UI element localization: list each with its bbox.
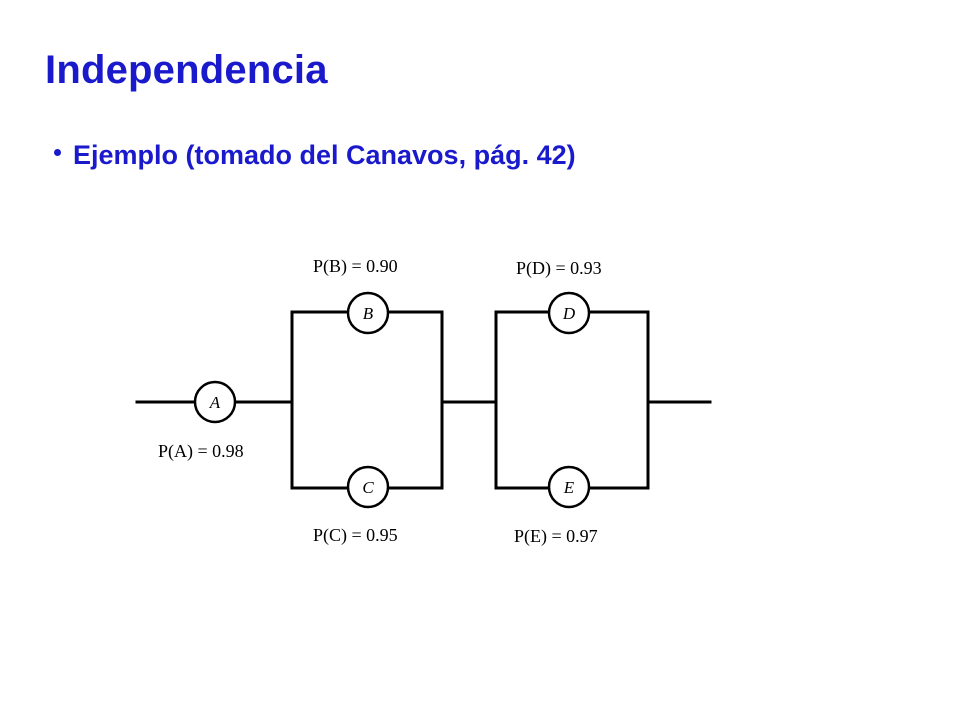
component-d-circle: [547, 291, 591, 335]
bullet-item: Ejemplo (tomado del Canavos, pág. 42): [54, 140, 576, 171]
prob-e-label: P(E) = 0.97: [514, 526, 598, 547]
bullet-dot-icon: [54, 149, 61, 156]
bullet-text: Ejemplo (tomado del Canavos, pág. 42): [73, 140, 576, 170]
prob-c-label: P(C) = 0.95: [313, 525, 398, 546]
component-b-label: B: [363, 304, 374, 323]
prob-d-label: P(D) = 0.93: [516, 258, 602, 279]
prob-b-label: P(B) = 0.90: [313, 256, 398, 277]
component-c-circle: [346, 465, 390, 509]
prob-a-label: P(A) = 0.98: [158, 441, 244, 462]
component-b-circle: [346, 291, 390, 335]
component-a-circle: [193, 380, 237, 424]
component-a-label: A: [209, 393, 221, 412]
slide-title: Independencia: [45, 48, 328, 92]
component-e-circle: [547, 465, 591, 509]
component-c-label: C: [362, 478, 374, 497]
component-e-label: E: [563, 478, 575, 497]
component-d-label: D: [562, 304, 576, 323]
